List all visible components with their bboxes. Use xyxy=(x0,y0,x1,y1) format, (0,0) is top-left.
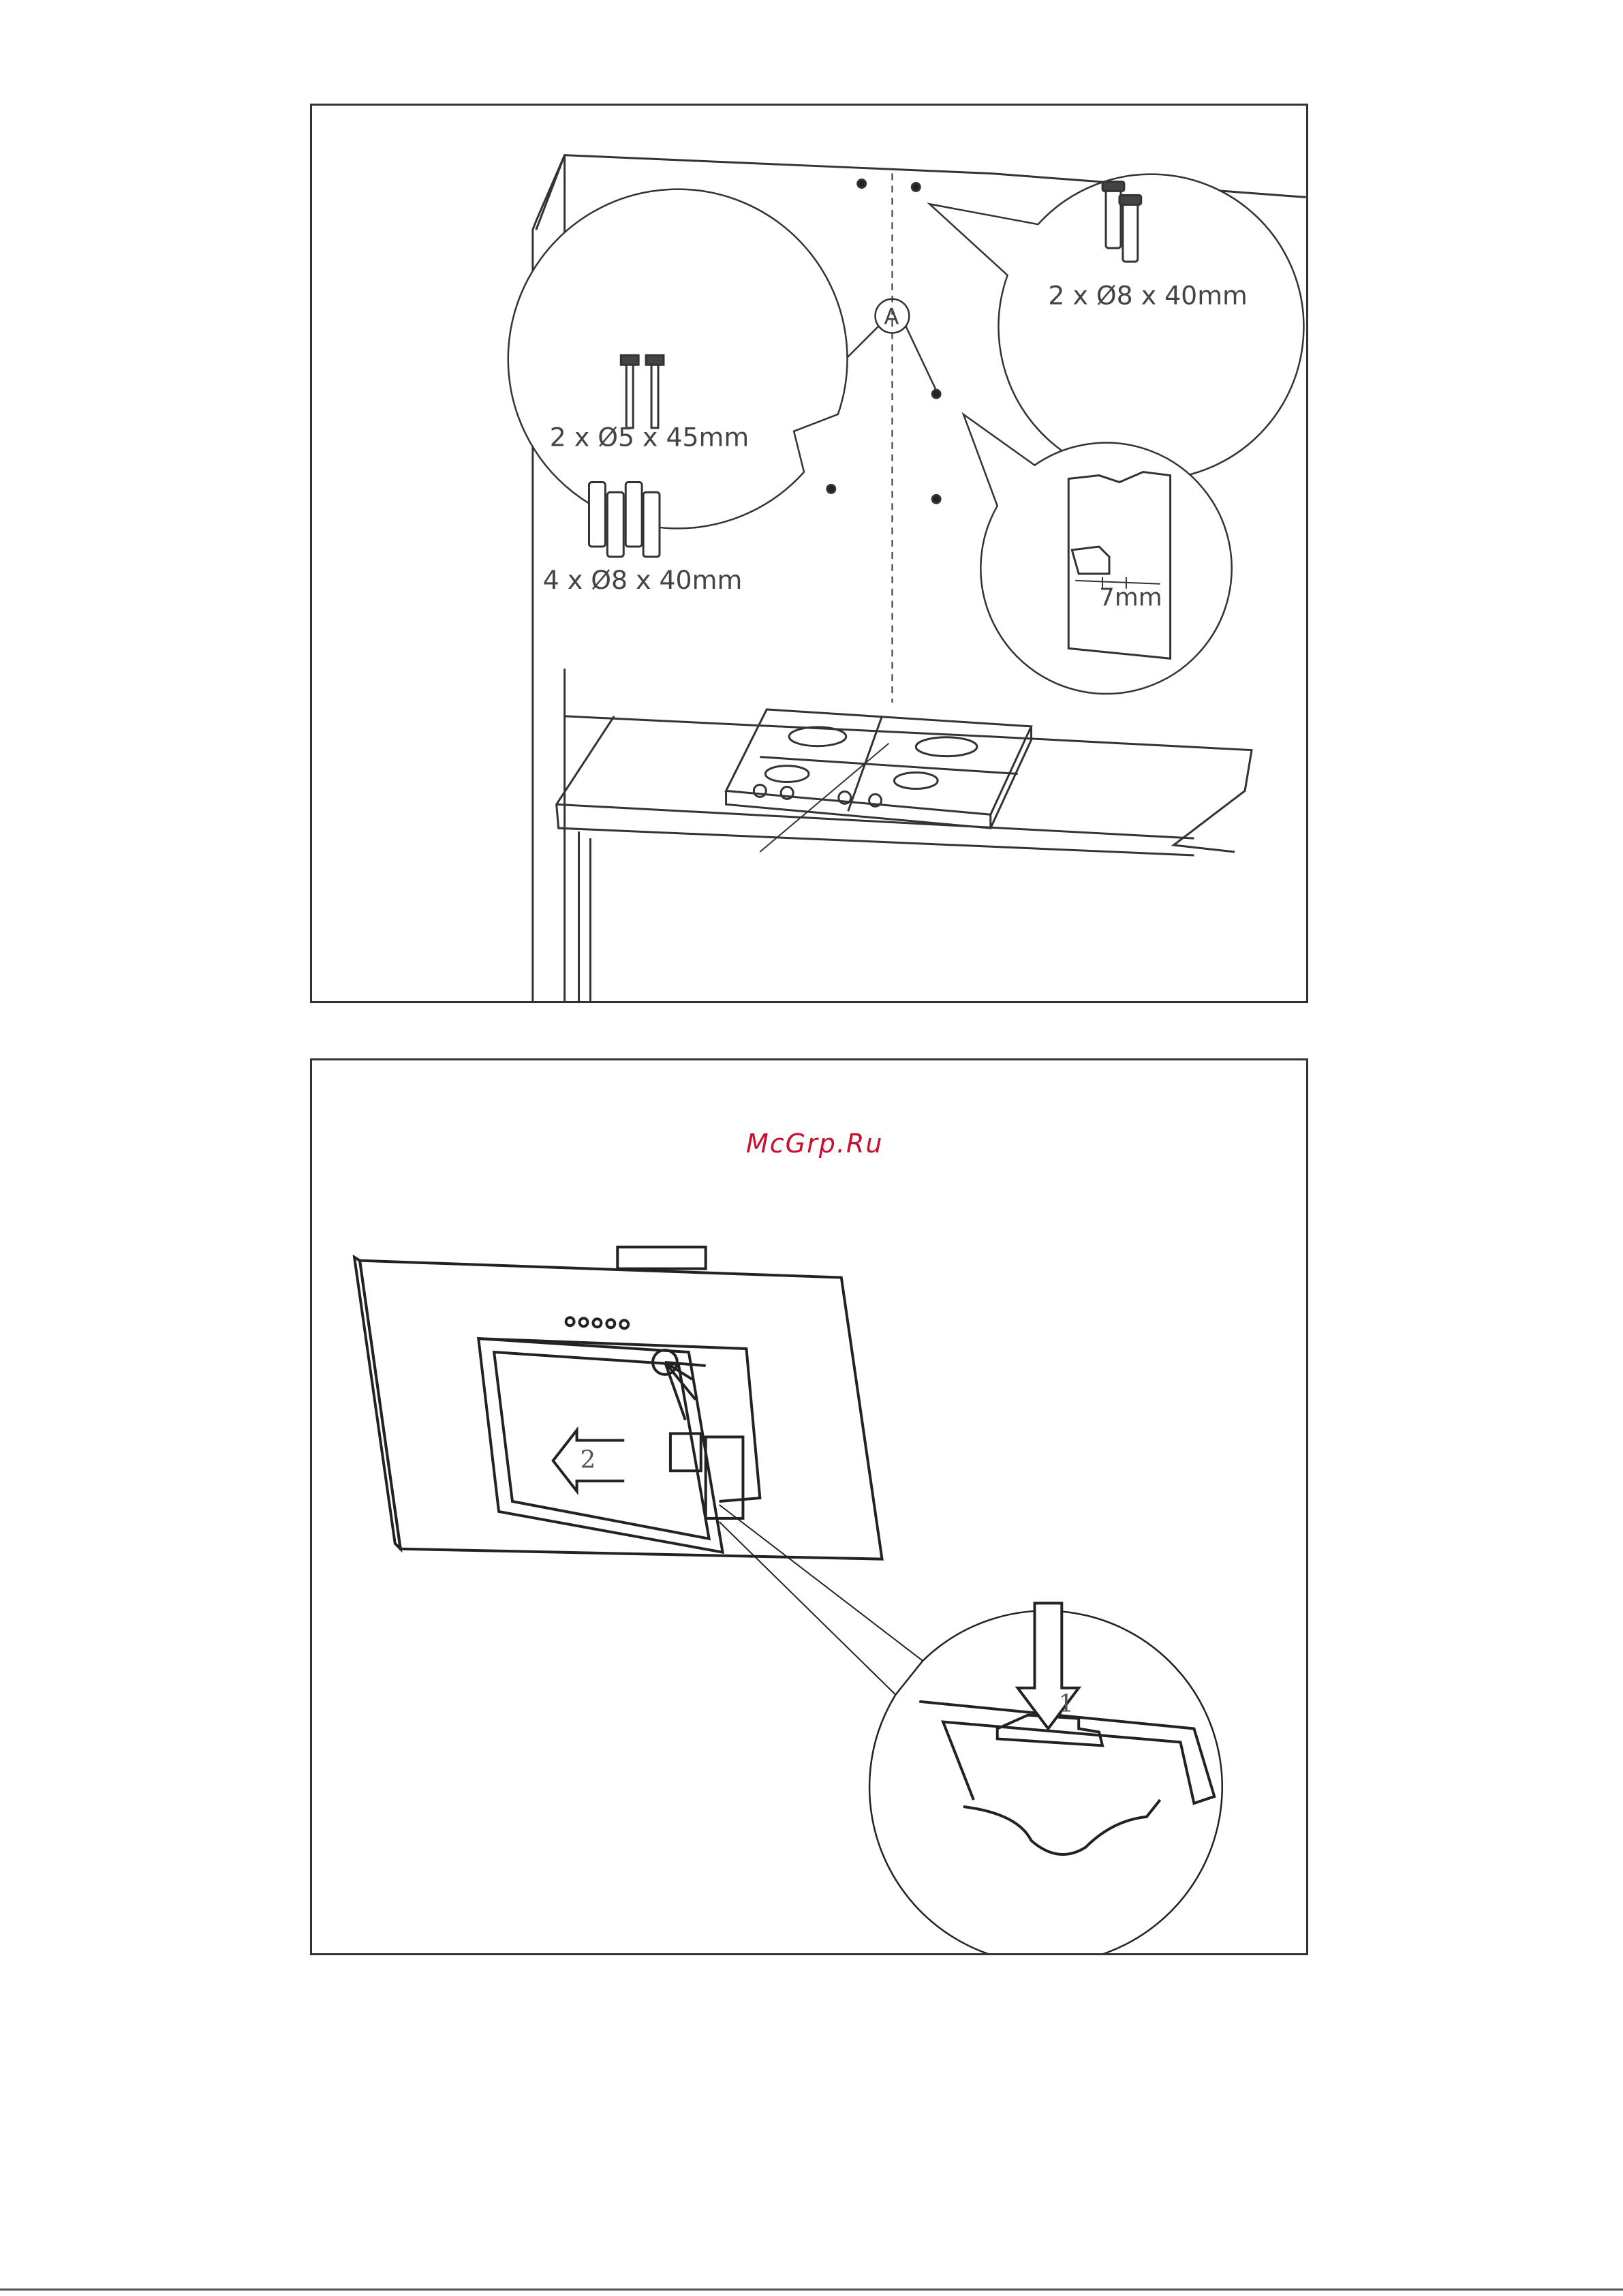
filter-removal-diagram: 2 1 xyxy=(310,1058,1308,1955)
screws-label: 2 x Ø5 x 45mm xyxy=(550,423,749,453)
wall-anchors-label: 2 x Ø8 x 40mm xyxy=(1048,281,1248,311)
wall-mounting-illustration: 2 x Ø8 x 40mm 2 x Ø5 x 45mm 4 x Ø8 x 40m… xyxy=(312,106,1306,1001)
anchors-label: 4 x Ø8 x 40mm xyxy=(543,565,743,595)
callout-a-label: A xyxy=(884,304,899,330)
gap-label: 7mm xyxy=(1099,584,1162,612)
step-1-label: 1 xyxy=(1058,1690,1074,1718)
step-2-label: 2 xyxy=(581,1445,596,1473)
footer-divider xyxy=(0,2289,1623,2291)
watermark-logo[interactable]: McGrp.Ru xyxy=(746,1129,883,1159)
wall-mounting-diagram: 2 x Ø8 x 40mm 2 x Ø5 x 45mm 4 x Ø8 x 40m… xyxy=(310,104,1308,1003)
filter-removal-illustration: 2 1 xyxy=(312,1060,1306,1953)
